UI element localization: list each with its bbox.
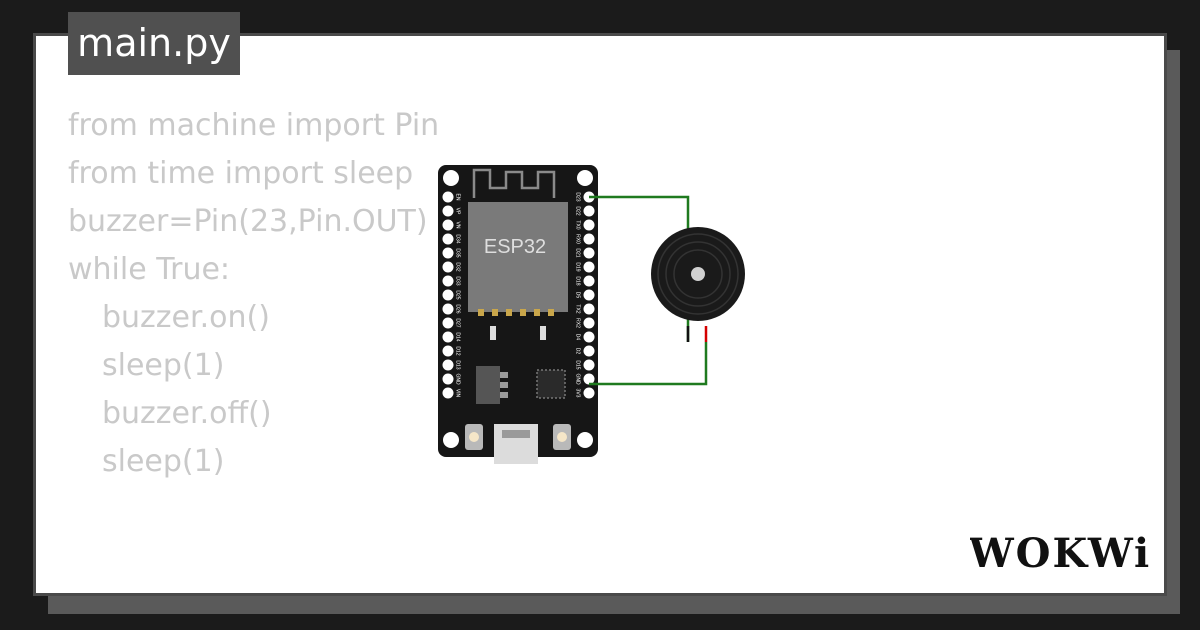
pin-label: GND <box>575 373 581 385</box>
left-pin-header <box>442 191 454 399</box>
ground-wire[interactable] <box>589 342 708 386</box>
circuit-diagram: ESP32 ENVPVND34D35D32D33D25D26D27D14D12D… <box>438 165 745 464</box>
pin-label: VIN <box>455 389 461 398</box>
pin-label: D21 <box>575 248 581 257</box>
code-line: from machine import Pin <box>68 108 440 143</box>
pin-label: D34 <box>455 234 461 243</box>
pin-label: D25 <box>455 290 461 299</box>
pin-hole[interactable] <box>442 387 454 399</box>
pin-hole[interactable] <box>583 233 595 245</box>
pin-hole[interactable] <box>583 387 595 399</box>
pin-label: D4 <box>575 334 581 341</box>
pin-label: D18 <box>575 276 581 285</box>
pin-label: EN <box>455 194 461 201</box>
pin-label: D12 <box>455 346 461 355</box>
wokwi-logo: WOKWi <box>970 530 1150 577</box>
right-pin-header <box>583 191 595 399</box>
pin-hole[interactable] <box>442 317 454 329</box>
pin-label: D27 <box>455 318 461 327</box>
pin-hole[interactable] <box>442 345 454 357</box>
code-line: buzzer.off() <box>102 396 272 431</box>
pin-hole[interactable] <box>442 233 454 245</box>
pin-hole[interactable] <box>442 191 454 203</box>
file-tab[interactable]: main.py <box>68 12 240 75</box>
pin-label: D35 <box>455 248 461 257</box>
wokwi-logo-text: WOKWi <box>970 530 1150 577</box>
pin-label: RX0 <box>575 234 581 244</box>
code-line: from time import sleep <box>68 156 414 191</box>
pin-hole[interactable] <box>442 275 454 287</box>
pin-label: D32 <box>455 262 461 271</box>
pin-hole[interactable] <box>583 275 595 287</box>
pin-label: TX0 <box>575 220 581 229</box>
pin-label: D2 <box>575 348 581 355</box>
pin-hole[interactable] <box>583 205 595 217</box>
pin-hole[interactable] <box>583 303 595 315</box>
code-line: while True: <box>68 252 231 287</box>
pin-label: D14 <box>455 332 461 341</box>
pin-hole[interactable] <box>442 373 454 385</box>
pin-label: 3V3 <box>575 389 581 398</box>
code-line: sleep(1) <box>102 444 225 479</box>
pin-label: RX2 <box>575 318 581 328</box>
buzzer-icon[interactable] <box>651 227 745 321</box>
pin-label: D15 <box>575 360 581 369</box>
pin-hole[interactable] <box>442 205 454 217</box>
pin-hole[interactable] <box>583 289 595 301</box>
pin-label: D19 <box>575 262 581 271</box>
pin-label: D23 <box>575 192 581 201</box>
pin-label: GND <box>455 373 461 385</box>
code-line: buzzer.on() <box>102 300 270 335</box>
pin-hole[interactable] <box>583 317 595 329</box>
pin-label: D5 <box>575 292 581 299</box>
code-line: sleep(1) <box>102 348 225 383</box>
chip-label: ESP32 <box>484 236 546 258</box>
code-line: buzzer=Pin(23,Pin.OUT) <box>68 204 428 239</box>
pin-hole[interactable] <box>583 345 595 357</box>
pin-label: D33 <box>455 276 461 285</box>
pin-hole[interactable] <box>583 247 595 259</box>
pin-hole[interactable] <box>442 359 454 371</box>
pin-hole[interactable] <box>442 331 454 343</box>
pin-label: D22 <box>575 206 581 215</box>
pin-hole[interactable] <box>583 359 595 371</box>
pin-hole[interactable] <box>583 373 595 385</box>
esp32-board-icon[interactable]: ESP32 ENVPVND34D35D32D33D25D26D27D14D12D… <box>438 165 598 464</box>
pin-hole[interactable] <box>583 219 595 231</box>
project-card <box>33 33 1167 596</box>
pin-label: TX2 <box>575 304 581 313</box>
pin-hole[interactable] <box>442 219 454 231</box>
code-preview: from machine import Pin from time import… <box>68 102 448 486</box>
pin-label: VP <box>455 208 461 215</box>
pin-hole[interactable] <box>442 261 454 273</box>
pin-label: D13 <box>455 360 461 369</box>
pin-hole[interactable] <box>583 331 595 343</box>
pin-hole[interactable] <box>442 303 454 315</box>
pin-hole[interactable] <box>583 261 595 273</box>
pin-label: D26 <box>455 304 461 313</box>
pin-hole[interactable] <box>442 247 454 259</box>
pin-hole[interactable] <box>442 289 454 301</box>
pin-label: VN <box>455 222 461 229</box>
